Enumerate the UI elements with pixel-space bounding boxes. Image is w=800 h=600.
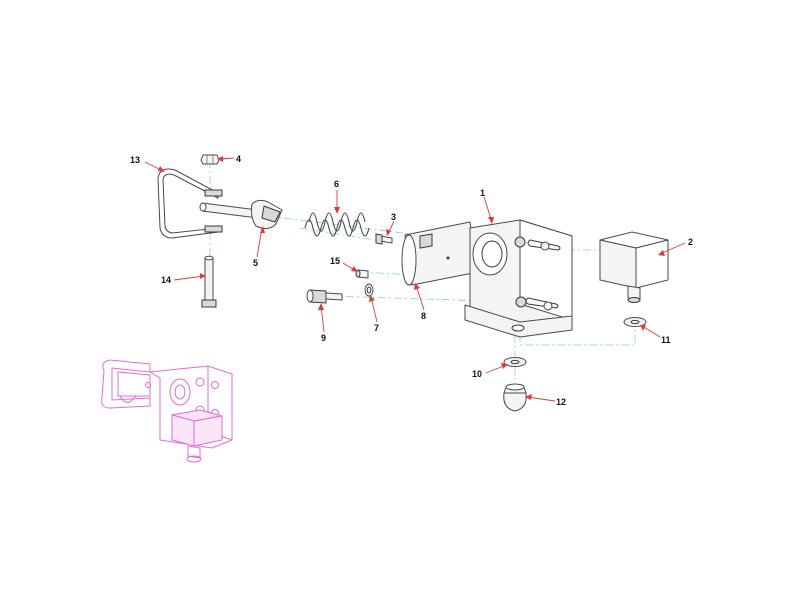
assembled-thumbnail bbox=[101, 359, 233, 463]
callout-1: 1 bbox=[480, 188, 485, 198]
callout-10: 10 bbox=[472, 369, 482, 379]
callout-5: 5 bbox=[253, 258, 258, 268]
part-11-washer bbox=[623, 317, 647, 327]
callout-15: 15 bbox=[330, 256, 340, 266]
callout-6: 6 bbox=[334, 179, 339, 189]
callout-3: 3 bbox=[391, 212, 396, 222]
callout-9: 9 bbox=[321, 333, 326, 343]
part-3-screw bbox=[375, 233, 393, 245]
callout-11: 11 bbox=[661, 335, 671, 345]
part-12-acorn-nut bbox=[503, 383, 527, 412]
part-7-lock-washer bbox=[364, 283, 374, 297]
callout-2: 2 bbox=[688, 237, 693, 247]
part-4-nut bbox=[200, 154, 220, 165]
callout-labels: 1 2 3 4 5 6 7 8 9 10 11 12 13 14 15 bbox=[130, 154, 693, 407]
part-2-block bbox=[599, 231, 669, 303]
leader-lines bbox=[144, 156, 686, 402]
part-13-handle bbox=[157, 168, 223, 239]
part-10-washer bbox=[503, 357, 527, 367]
part-5-shaft bbox=[199, 199, 283, 230]
part-14-pin bbox=[201, 255, 217, 308]
callout-8: 8 bbox=[421, 311, 426, 321]
callout-13: 13 bbox=[130, 155, 140, 165]
part-15-set-screw bbox=[355, 269, 369, 279]
callout-14: 14 bbox=[161, 275, 171, 285]
callout-4: 4 bbox=[236, 154, 241, 164]
part-6-spring bbox=[304, 212, 370, 237]
part-9-bolt bbox=[306, 289, 343, 304]
part-1-bracket bbox=[401, 219, 573, 338]
callout-7: 7 bbox=[374, 323, 379, 333]
callout-12: 12 bbox=[556, 397, 566, 407]
